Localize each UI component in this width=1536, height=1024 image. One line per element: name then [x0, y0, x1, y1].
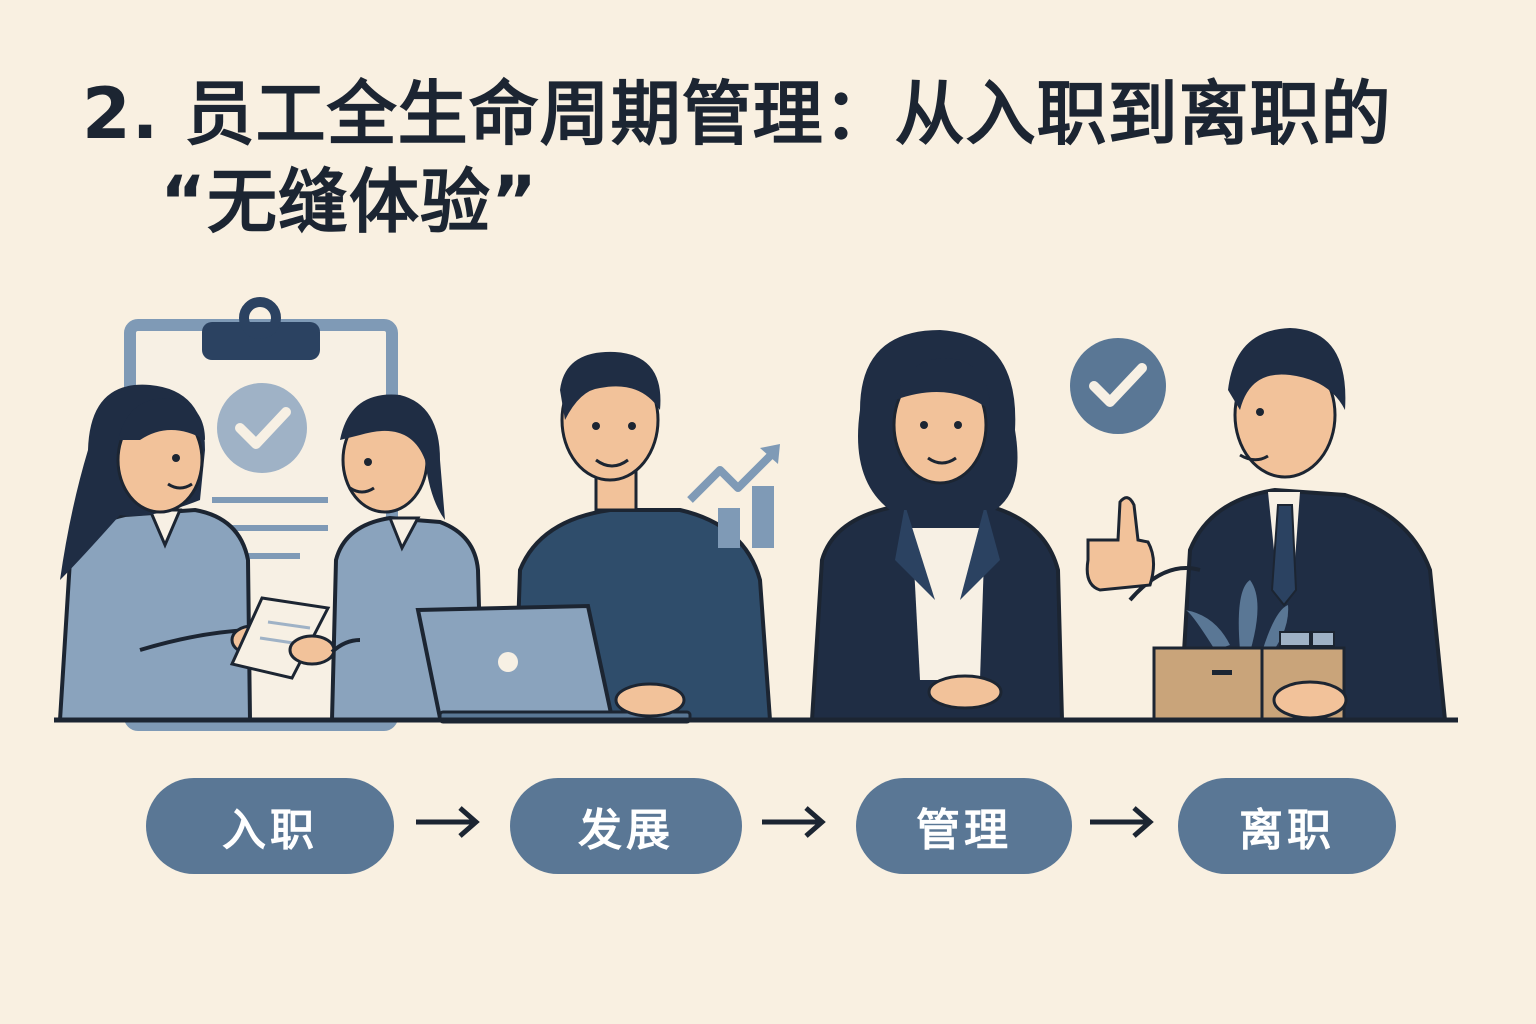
- approval-check-icon: [1070, 338, 1166, 434]
- person-hr-woman: [57, 384, 274, 722]
- stage-pill-offboarding: 离职: [1178, 778, 1396, 874]
- stage-pill-management: 管理: [856, 778, 1072, 874]
- arrow-right-icon: [416, 806, 480, 838]
- stage-pill-onboarding: 入职: [146, 778, 394, 874]
- page-title: 2. 员工全生命周期管理：从入职到离职的 “无缝体验”: [82, 70, 1392, 246]
- box-with-plant-icon: [1152, 580, 1348, 722]
- title-line-2: “无缝体验”: [160, 161, 539, 243]
- growth-chart-icon: [687, 444, 780, 548]
- stage-flow: 入职 发展 管理 离职: [0, 770, 1536, 880]
- check-circle-icon: [217, 383, 307, 473]
- thumbs-up-icon: [1085, 496, 1155, 592]
- stage-pill-development: 发展: [510, 778, 742, 874]
- person-manager: [809, 330, 1065, 722]
- arrow-right-icon: [762, 806, 826, 838]
- arrow-right-icon: [1090, 806, 1154, 838]
- illustration-scene: [54, 297, 1458, 731]
- title-line-1: 2. 员工全生命周期管理：从入职到离职的: [82, 73, 1392, 155]
